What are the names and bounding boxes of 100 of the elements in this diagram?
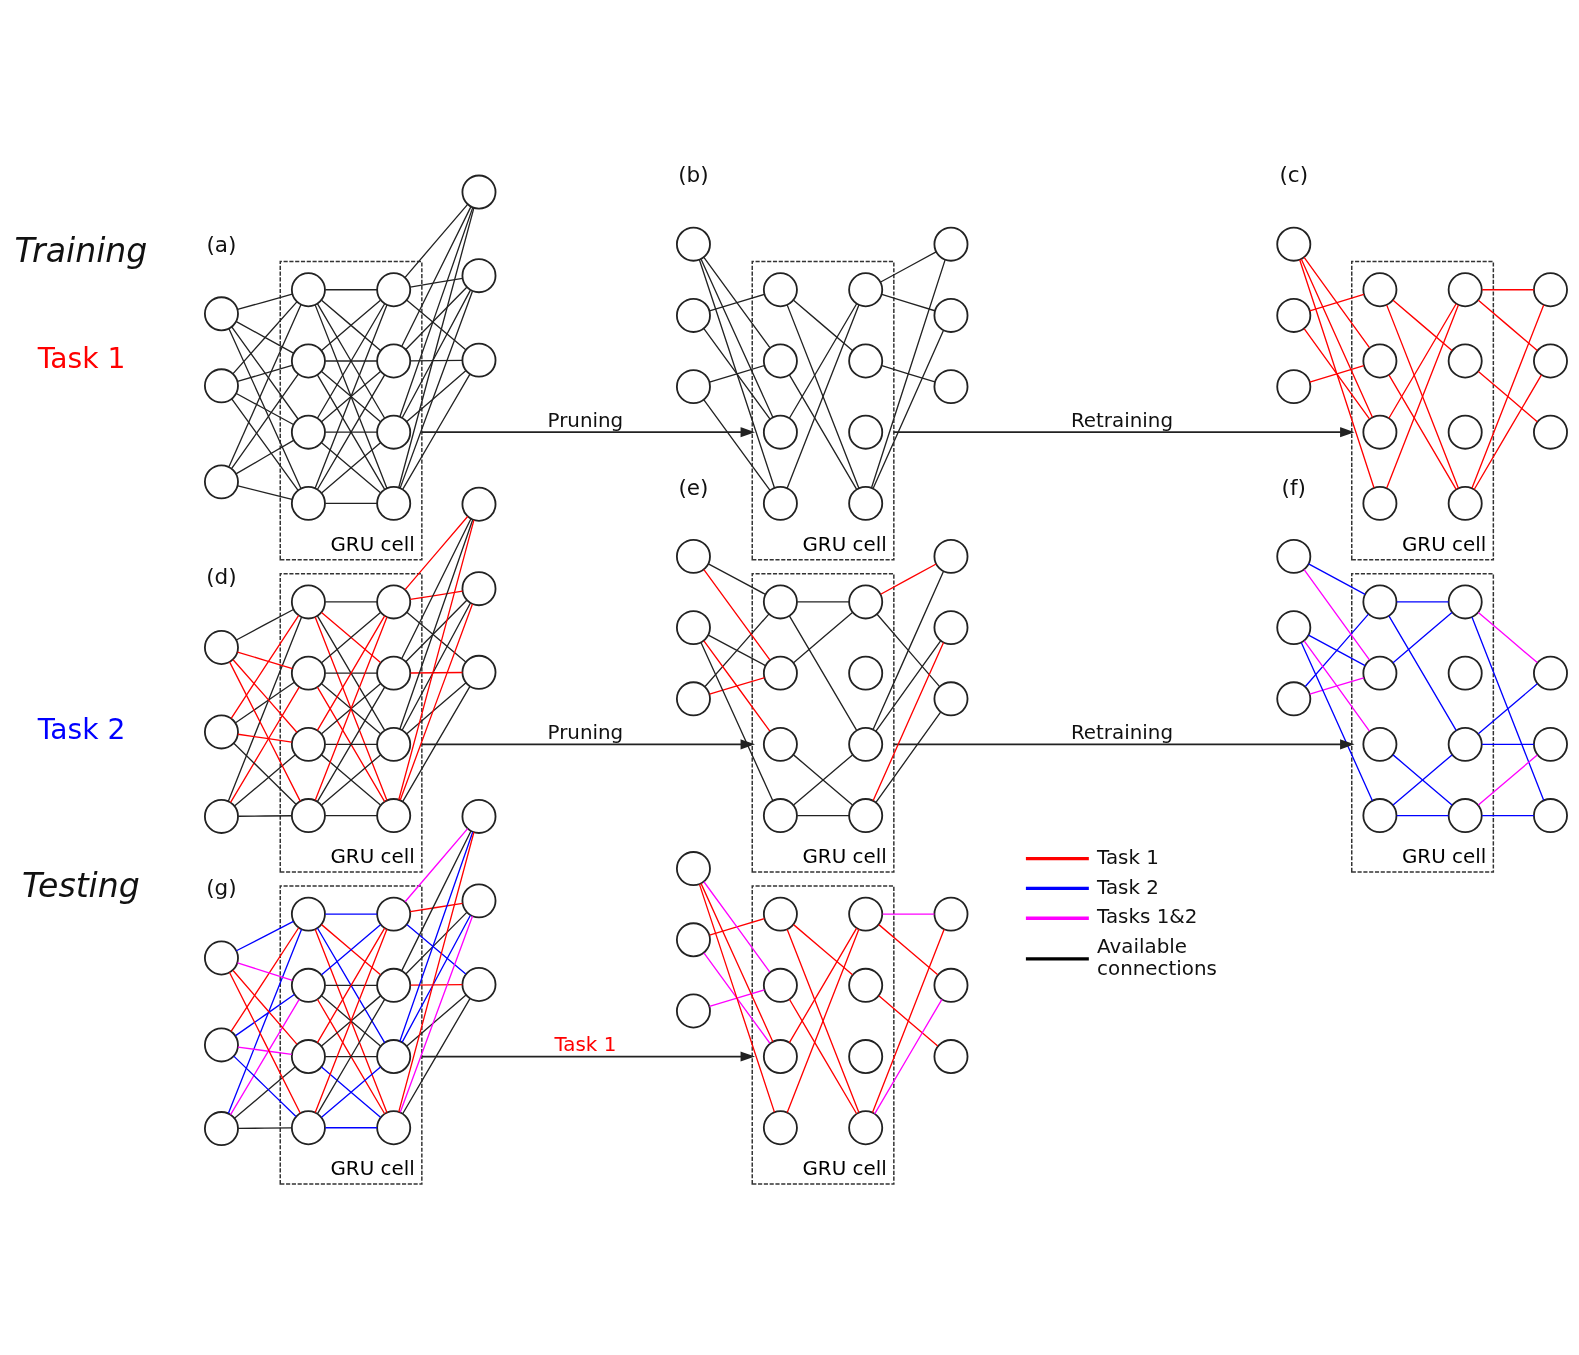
node-circle xyxy=(461,571,497,607)
connector xyxy=(874,998,943,1115)
node-circle xyxy=(848,726,884,762)
connector xyxy=(870,259,946,489)
cluster: GRU cell xyxy=(751,885,895,1185)
node-circle xyxy=(762,655,798,691)
connector xyxy=(707,563,767,596)
connector xyxy=(404,515,469,591)
arrow xyxy=(892,427,1355,438)
connector xyxy=(406,994,467,1047)
node-circle xyxy=(204,1111,239,1147)
connector xyxy=(1309,364,1365,383)
connector xyxy=(703,327,771,420)
node-circle xyxy=(1276,226,1312,262)
node-circle xyxy=(675,993,711,1029)
node-circle xyxy=(1362,655,1398,691)
node-circle xyxy=(1362,726,1398,762)
connector xyxy=(404,203,469,279)
connector xyxy=(700,883,774,1043)
node-circle xyxy=(290,343,326,379)
connector xyxy=(228,328,302,490)
node-circle xyxy=(290,1110,326,1146)
connector xyxy=(698,259,776,489)
arrow xyxy=(420,1051,755,1062)
connector xyxy=(399,290,474,489)
node-circle xyxy=(461,174,497,210)
connector xyxy=(872,570,945,730)
node-circle xyxy=(290,485,326,521)
connector xyxy=(1388,374,1457,491)
connector xyxy=(1392,754,1453,806)
connector xyxy=(316,998,386,1115)
node-circle xyxy=(204,714,239,750)
connector xyxy=(320,611,382,664)
node-circle xyxy=(376,1110,412,1146)
connector xyxy=(704,613,770,688)
connector xyxy=(703,256,771,349)
connector xyxy=(234,681,295,724)
connector xyxy=(320,299,382,352)
connector xyxy=(320,442,382,494)
node-circle xyxy=(204,1027,239,1063)
node-circle xyxy=(762,343,798,379)
node-circle xyxy=(376,485,412,521)
node-circle xyxy=(1362,343,1398,379)
connector xyxy=(230,373,299,470)
connector xyxy=(406,611,467,663)
arrow xyxy=(420,739,755,750)
connector xyxy=(1481,743,1535,746)
node-circle xyxy=(933,297,969,333)
node-circle xyxy=(204,368,239,404)
connector xyxy=(229,998,300,1116)
connector xyxy=(401,289,472,419)
connector xyxy=(406,299,467,351)
edge-label: Pruning xyxy=(547,720,624,744)
connector xyxy=(703,399,771,491)
connector xyxy=(1303,256,1371,349)
connector xyxy=(324,814,378,817)
edge-label: Retraining xyxy=(1070,720,1173,744)
connector xyxy=(703,952,771,1044)
connector xyxy=(399,603,474,801)
connector xyxy=(708,364,766,383)
connector xyxy=(235,608,295,641)
node-circle xyxy=(1362,485,1398,521)
connector xyxy=(792,299,854,352)
node-circle xyxy=(1533,343,1568,379)
connector xyxy=(1303,568,1371,661)
node-circle xyxy=(933,610,969,646)
connector xyxy=(703,640,771,732)
node-circle xyxy=(1276,297,1312,333)
connector xyxy=(1471,616,1545,801)
node-circle xyxy=(933,1039,969,1074)
connector xyxy=(1477,754,1538,806)
node-circle xyxy=(1533,655,1568,691)
connector xyxy=(1307,563,1366,596)
connector xyxy=(402,373,471,491)
node-circle xyxy=(848,1039,884,1074)
connector xyxy=(227,928,303,1114)
connector xyxy=(881,365,936,383)
label: (c) xyxy=(1279,162,1309,188)
node-circle xyxy=(1362,414,1398,450)
edge-label: Retraining xyxy=(1070,408,1173,432)
node-circle xyxy=(376,798,412,834)
connector xyxy=(398,207,475,489)
node-circle xyxy=(290,584,326,620)
node-circle xyxy=(933,369,969,405)
node-circle xyxy=(675,610,711,646)
connector xyxy=(1388,303,1457,419)
connector xyxy=(402,685,471,803)
connector xyxy=(871,928,945,1114)
connector xyxy=(398,519,475,801)
node-circle xyxy=(848,896,884,932)
connector xyxy=(232,659,298,733)
node-circle xyxy=(1362,272,1398,308)
node-circle xyxy=(762,896,798,932)
connector xyxy=(1304,613,1370,688)
label: (b) xyxy=(678,162,709,188)
connector xyxy=(237,485,293,501)
connector xyxy=(1309,677,1365,695)
node-circle xyxy=(1533,272,1568,308)
connector xyxy=(786,928,860,1114)
connector xyxy=(405,911,468,975)
